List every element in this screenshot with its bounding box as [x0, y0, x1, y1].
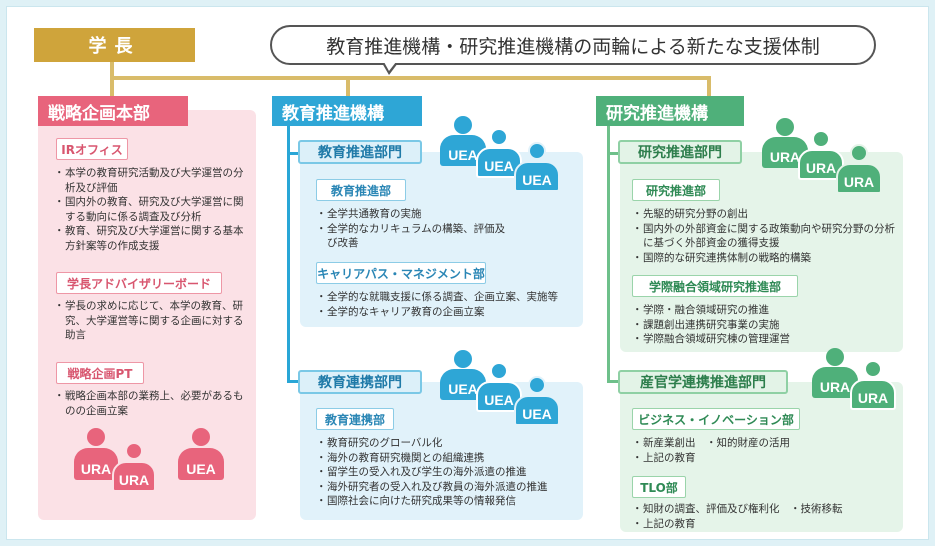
connector-research-down	[707, 76, 711, 98]
tag-education-promotion: 教育推進部	[316, 179, 406, 201]
education-division-2-title: 教育連携部門	[298, 370, 422, 394]
list-item: 全学的なキャリア教育の企画立案	[316, 305, 580, 320]
education-branch-2	[287, 380, 299, 383]
list-item: 国内外の教育、研究及び大学運営に関する動向に係る調査及び分析	[54, 195, 252, 224]
education-branch-1	[287, 152, 299, 155]
ir-office-list: 本学の教育研究活動及び大学運営の分析及び評価 国内外の教育、研究及び大学運営に関…	[54, 166, 252, 253]
staff-ura-icon: URA	[850, 360, 896, 410]
tlo-list: 知財の調査、評価及び権利化 ・技術移転 上記の教育	[632, 502, 896, 532]
tag-business-innovation: ビジネス・イノベーション部	[632, 408, 800, 430]
interdisciplinary-list: 学際・融合領域研究の推進 課題創出連携研究事業の実施 学際融合領域研究棟の管理運…	[632, 303, 896, 347]
list-item: 学際融合領域研究棟の管理運営	[632, 332, 896, 347]
business-innovation-list: 新産業創出 ・知的財産の活用 上記の教育	[632, 436, 896, 466]
list-item: 全学的な就職支援に係る調査、企画立案、実施等	[316, 290, 580, 305]
list-item: 戦略企画本部の業務上、必要があるものの企画立案	[54, 389, 252, 418]
education-title: 教育推進機構	[272, 96, 422, 126]
list-item: 留学生の受入れ及び学生の海外派遣の推進	[316, 465, 580, 480]
connector-main-horizontal	[110, 76, 710, 80]
tag-research-promotion: 研究推進部	[632, 179, 720, 201]
connector-education-down	[346, 76, 350, 98]
career-path-list: 全学的な就職支援に係る調査、企画立案、実施等 全学的なキャリア教育の企画立案	[316, 290, 580, 320]
research-division-1-title: 研究推進部門	[618, 140, 742, 164]
research-title: 研究推進機構	[596, 96, 744, 126]
research-division-2-title: 産官学連携推進部門	[618, 370, 788, 394]
list-item: 知財の調査、評価及び権利化 ・技術移転	[632, 502, 896, 517]
list-item: 本学の教育研究活動及び大学運営の分析及び評価	[54, 166, 252, 195]
tag-education-collaboration: 教育連携部	[316, 408, 394, 430]
list-item: 学際・融合領域研究の推進	[632, 303, 896, 318]
list-item: 課題創出連携研究事業の実施	[632, 318, 896, 333]
list-item: 国際社会に向けた研究成果等の情報発信	[316, 494, 580, 509]
advisory-board-list: 学長の求めに応じて、本学の教育、研究、大学運営等に関する企画に対する助言	[54, 299, 252, 343]
tag-strategy-pt: 戦略企画PT	[56, 362, 144, 384]
list-item: 海外研究者の受入れ及び教員の海外派遣の推進	[316, 480, 580, 495]
list-item: 学長の求めに応じて、本学の教育、研究、大学運営等に関する企画に対する助言	[54, 299, 252, 343]
staff-uea-icon: UEA	[514, 142, 560, 192]
research-branch-2	[607, 380, 619, 383]
tag-interdisciplinary: 学際融合領域研究推進部	[632, 275, 798, 297]
staff-ura-icon: URA	[836, 144, 882, 194]
education-spine	[287, 126, 290, 382]
list-item: 上記の教育	[632, 517, 896, 532]
connector-strategy-down	[110, 76, 114, 98]
strategy-pt-list: 戦略企画本部の業務上、必要があるものの企画立案	[54, 389, 252, 418]
education-promotion-list: 全学共通教育の実施 全学的なカリキュラムの構築、評価及び改善	[316, 207, 558, 251]
list-item: 教育、研究及び大学運営に関する基本方針案等の作成支援	[54, 224, 252, 253]
list-item: 国内外の外部資金に関する政策動向や研究分野の分析に基づく外部資金の獲得支援	[632, 222, 896, 251]
staff-uea-icon: UEA	[476, 128, 522, 178]
list-item: 国際的な研究連携体制の戦略的構築	[632, 251, 896, 266]
staff-ura-icon: URA	[112, 442, 156, 492]
tag-advisory-board: 学長アドバイザリーボード	[56, 272, 222, 294]
research-promotion-list: 先駆的研究分野の創出 国内外の外部資金に関する政策動向や研究分野の分析に基づく外…	[632, 207, 896, 266]
education-division-1-title: 教育推進部門	[298, 140, 422, 164]
list-item: 新産業創出 ・知的財産の活用	[632, 436, 896, 451]
headline-bubble: 教育推進機構・研究推進機構の両輪による新たな支援体制	[270, 25, 876, 65]
staff-ura-icon: URA	[74, 428, 118, 480]
education-collaboration-list: 教育研究のグローバル化 海外の教育研究機関との組織連携 留学生の受入れ及び学生の…	[316, 436, 580, 509]
list-item: 全学共通教育の実施	[316, 207, 558, 222]
strategy-title: 戦略企画本部	[38, 96, 188, 126]
research-spine	[607, 126, 610, 382]
list-item: 教育研究のグローバル化	[316, 436, 580, 451]
research-branch-1	[607, 152, 619, 155]
list-item: 海外の教育研究機関との組織連携	[316, 451, 580, 466]
staff-uea-icon: UEA	[440, 116, 486, 166]
tag-ir-office: IRオフィス	[56, 138, 128, 160]
connector-president-down	[110, 60, 114, 80]
staff-uea-icon: UEA	[178, 428, 224, 480]
list-item: 上記の教育	[632, 451, 896, 466]
tag-career-path: キャリアパス・マネジメント部	[316, 262, 486, 284]
staff-uea-icon: UEA	[514, 376, 560, 426]
list-item: 全学的なカリキュラムの構築、評価及び改善	[316, 222, 508, 251]
tag-tlo: TLO部	[632, 476, 686, 498]
president-box: 学長	[34, 28, 195, 62]
headline-bubble-tail-inner	[384, 62, 396, 71]
list-item: 先駆的研究分野の創出	[632, 207, 896, 222]
